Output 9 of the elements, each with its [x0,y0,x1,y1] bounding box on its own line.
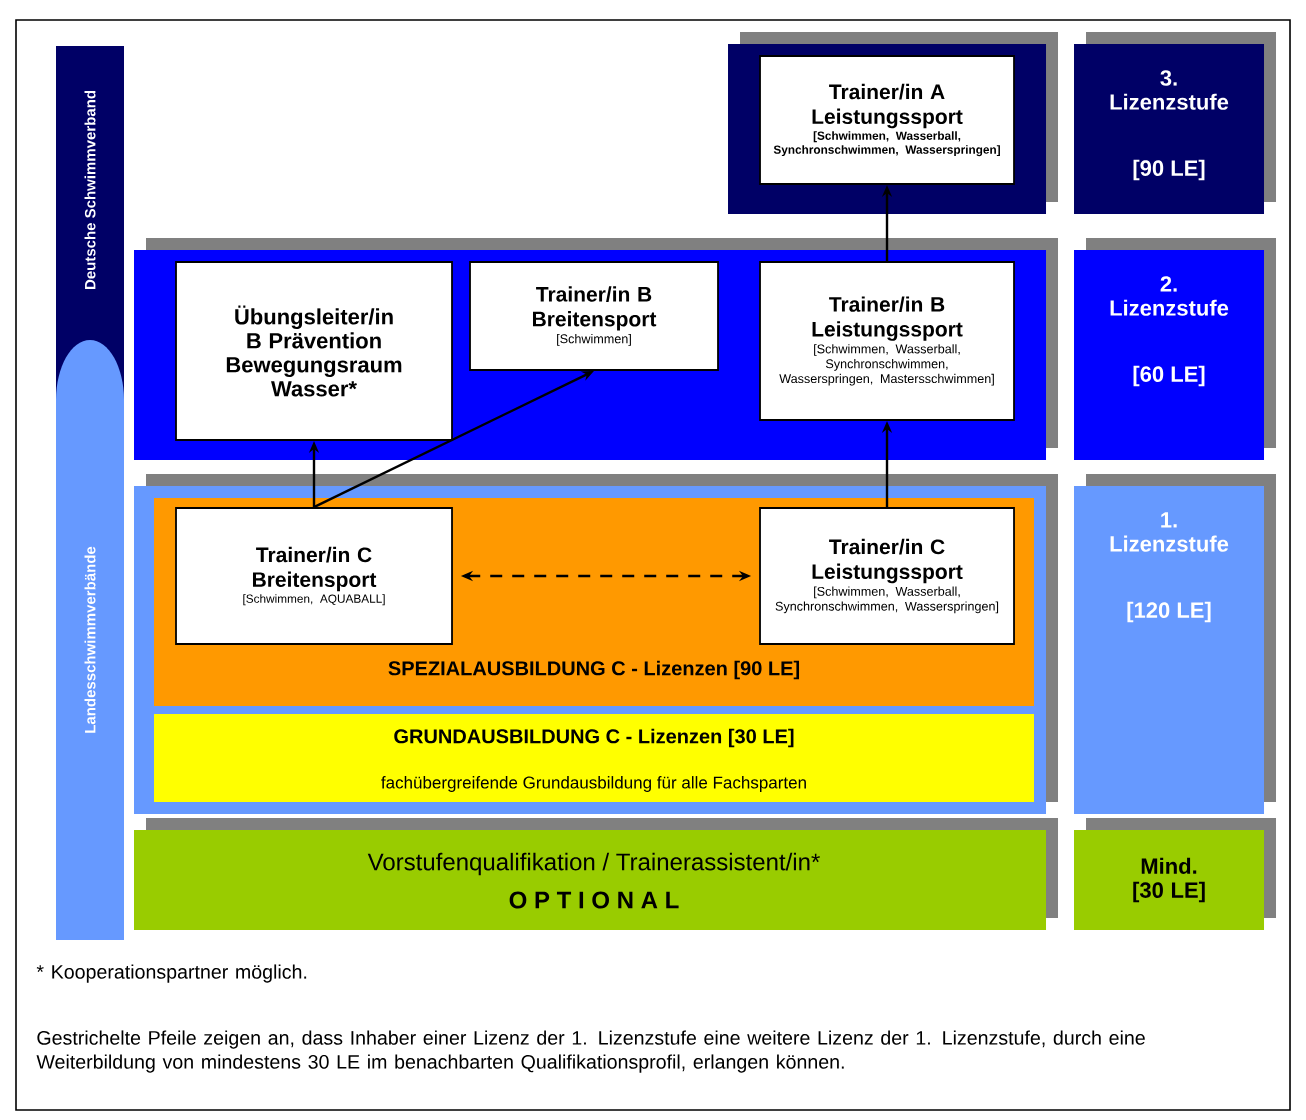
optional-band: Vorstufenqualifikation / Trainerassistent/in* O P T I O N A L [134,818,1058,930]
training-band: GRUNDAUSBILDUNG C - Lizenzen [30 LE] fachübergreifende Grundausbildung für alle Fachsparten [154,714,1034,802]
footnote: Gestrichelte Pfeile zeigen an, dass Inhaber einer Lizenz der 1. Lizenzstufe eine weitere Lizenz der 1. Lizenzstufe, durch eine Weiterbildung von mindestens 30 LE im benachbarten Qualifikationsprofil, erlangen können. [36,1030,1145,1073]
level-box: 1. Lizenzstufe [120 LE] [1074,474,1276,814]
qualification-box: Übungsleiter/in B Prävention Bewegungsraum Wasser* [175,261,453,441]
level-box: 2. Lizenzstufe [60 LE] [1074,238,1276,460]
level-box: 3. Lizenzstufe [90 LE] [1074,32,1276,214]
footnote: * Kooperationspartner möglich. [36,964,307,983]
level-box: Mind. [30 LE] [1074,818,1276,930]
